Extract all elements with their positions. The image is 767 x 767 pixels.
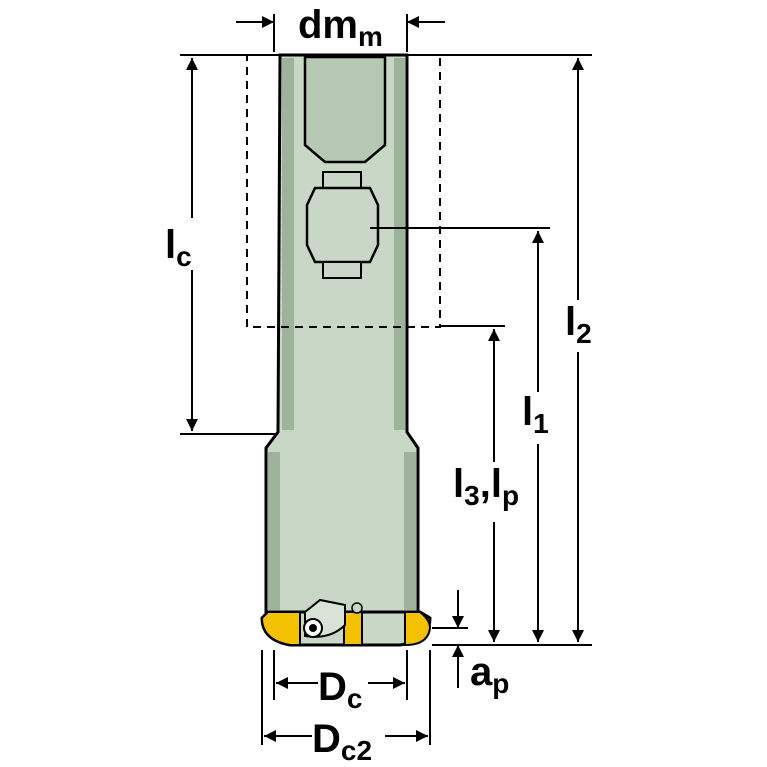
ap-sub: p: [492, 668, 509, 699]
lc-sub: c: [176, 241, 192, 272]
insert-left: [260, 611, 301, 646]
dimension-ap: ap: [452, 590, 509, 699]
svg-text:l1: l1: [522, 390, 549, 439]
dmm-sub: m: [358, 21, 383, 52]
dimension-dc: Dc: [276, 665, 405, 714]
dmm-main: dm: [298, 3, 358, 47]
dc-main: D: [318, 665, 347, 709]
lp-main: l: [491, 462, 502, 506]
chuck-zone-dashed-box: [246, 54, 441, 328]
l1-sub: 1: [533, 408, 549, 439]
dc2-main: D: [312, 717, 341, 761]
l3-sub: 3: [464, 480, 480, 511]
insert-right: [404, 611, 432, 647]
dimension-l1: l1: [518, 231, 564, 642]
insert-center: [343, 611, 363, 646]
dc-sub: c: [347, 683, 363, 714]
dimension-dmm: dmm: [236, 3, 445, 52]
clamp-screw: [305, 171, 380, 279]
dc2-sub: c2: [341, 735, 372, 766]
l3-main: l: [453, 462, 464, 506]
svg-text:lc: lc: [165, 223, 192, 272]
l3-lp-separator: ,: [480, 462, 491, 506]
dimension-lc: lc: [160, 58, 220, 431]
l2-main: l: [565, 300, 576, 344]
dimension-l3-lp: l3,lp: [450, 329, 532, 642]
svg-text:ap: ap: [470, 650, 509, 699]
ap-main: a: [470, 650, 493, 694]
svg-text:l3,lp: l3,lp: [453, 462, 519, 511]
l2-sub: 2: [576, 318, 592, 349]
dimension-dc2: Dc2: [264, 717, 428, 766]
lp-sub: p: [502, 480, 519, 511]
cutting-head: [260, 598, 432, 647]
svg-text:l2: l2: [565, 300, 592, 349]
svg-text:Dc: Dc: [318, 665, 362, 714]
lc-main: l: [165, 223, 176, 267]
svg-text:Dc2: Dc2: [312, 717, 372, 766]
svg-text:dmm: dmm: [298, 3, 383, 52]
dimension-l2: l2: [560, 58, 606, 642]
drive-flat: [303, 55, 387, 164]
l1-main: l: [522, 390, 533, 434]
